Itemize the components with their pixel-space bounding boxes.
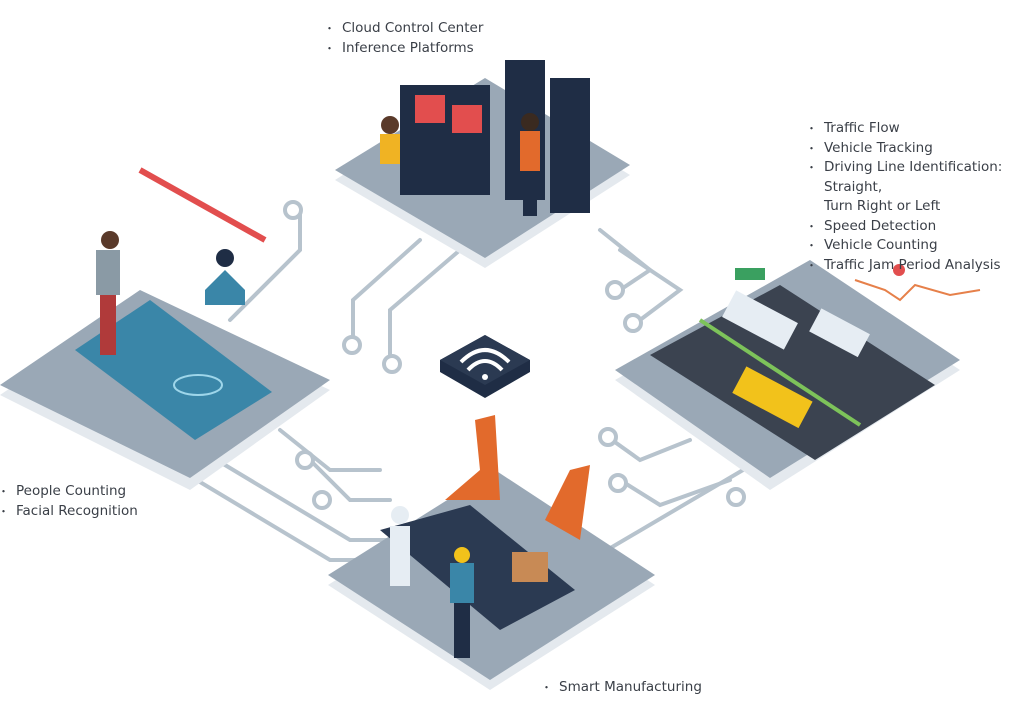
manufacturing-platform	[328, 415, 655, 690]
cloud-label-item: Inference Platforms	[324, 39, 483, 59]
cloud-label-item: Cloud Control Center	[324, 19, 483, 39]
cloud-platform	[335, 60, 630, 268]
circuit-nodes	[283, 200, 746, 510]
traffic-label-item: Vehicle Counting	[806, 236, 1024, 256]
people-platform	[0, 167, 330, 490]
traffic-label-list: Traffic Flow Vehicle Tracking Driving Li…	[806, 119, 1024, 276]
traffic-label-item: Driving Line Identification: Straight,	[806, 158, 1024, 197]
traffic-label-item-continued: Turn Right or Left	[824, 198, 941, 214]
traffic-label-item: Speed Detection	[806, 217, 1024, 237]
traffic-platform	[615, 260, 960, 490]
traffic-label-item: Traffic Flow	[806, 119, 1024, 139]
people-label-item: Facial Recognition	[0, 502, 138, 522]
wifi-hub	[440, 335, 530, 398]
manufacturing-label-list: Smart Manufacturing	[541, 678, 702, 698]
cloud-label-list: Cloud Control Center Inference Platforms	[324, 19, 483, 59]
people-label-item: People Counting	[0, 482, 138, 502]
manufacturing-label-item: Smart Manufacturing	[541, 678, 702, 698]
traffic-label-item: Vehicle Tracking	[806, 139, 1024, 159]
traffic-label-item: Traffic Jam Period Analysis	[806, 256, 1024, 276]
people-label-list: People Counting Facial Recognition	[0, 482, 138, 522]
